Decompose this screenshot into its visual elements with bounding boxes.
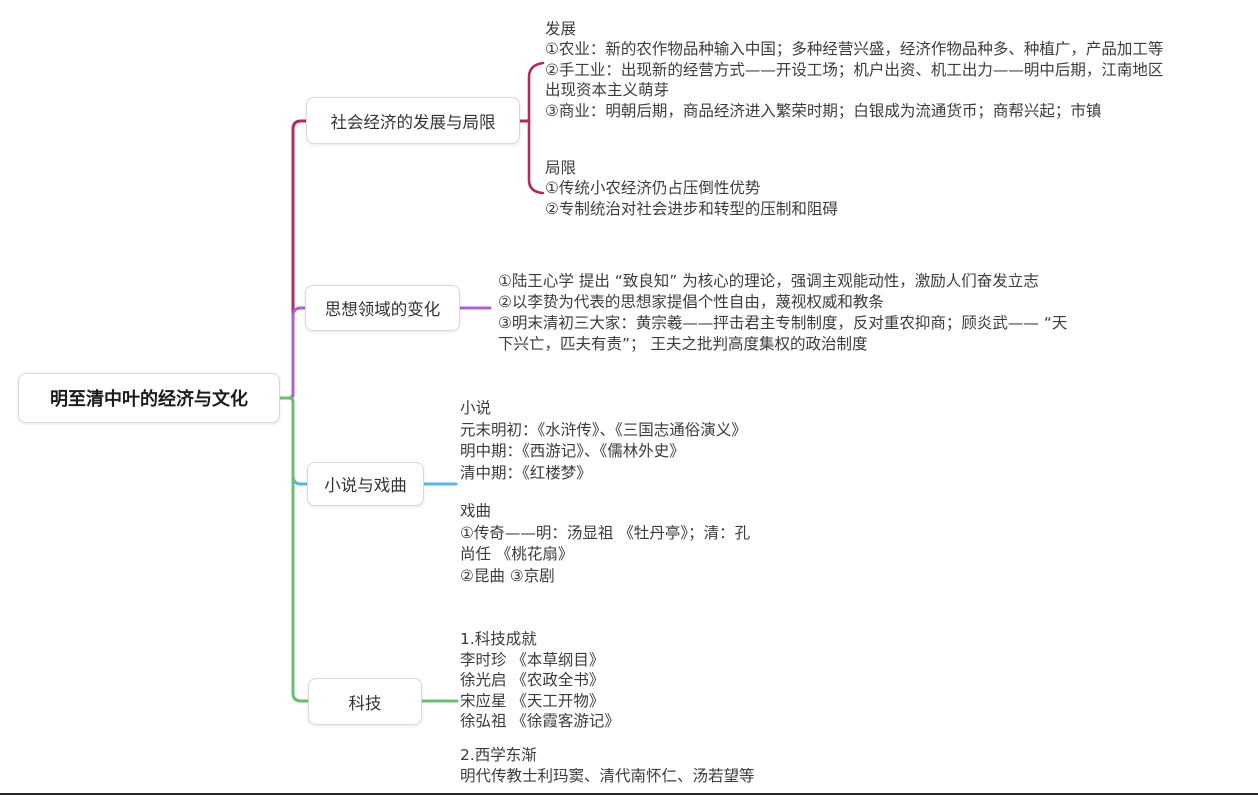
block-novel-line: 明中期：《西游记》、《儒林外史》 <box>460 442 685 460</box>
block-tech-line: 李时珍 《本草纲目》 <box>460 650 605 669</box>
block-novel[interactable]: 小说 元末明初：《水浒传》、《三国志通俗演义》 明中期：《西游记》、《儒林外史》… <box>460 398 747 484</box>
link-root-novel-opera <box>278 396 310 486</box>
block-development-line: ③商业：明朝后期，商品经济进入繁荣时期；白银成为流通货币；商帮兴起；市镇 <box>545 101 1102 120</box>
block-development[interactable]: 发展 ①农业：新的农作物品种输入中国；多种经营兴盛，经济作物品种多、种植广，产品… <box>545 19 1163 121</box>
block-opera-line: ②昆曲 ③京剧 <box>460 566 555 585</box>
node-economy[interactable]: 社会经济的发展与局限 <box>306 97 520 144</box>
link-root-thought <box>278 306 308 400</box>
block-opera[interactable]: 戏曲 ①传奇——明：汤显祖 《牡丹亭》；清：孔 尚任 《桃花扇》 ②昆曲 ③京剧 <box>460 501 750 587</box>
block-western-line: 明代传教士利玛窦、清代南怀仁、汤若望等 <box>460 766 755 785</box>
block-tech-line: 1.科技成就 <box>460 630 537 648</box>
block-novel-line: 小说 <box>460 399 492 417</box>
link-economy-bracket <box>527 61 545 195</box>
block-thought-line: ③明末清初三大家：黄宗羲——抨击君主专制制度，反对重农抑商；顾炎武—— “天 <box>498 314 1068 332</box>
block-thought-line: ②以李贽为代表的思想家提倡个性自由，蔑视权威和教条 <box>498 293 884 311</box>
block-thought-line: 下兴亡，匹夫有责”； 王夫之批判高度集权的政治制度 <box>498 335 868 353</box>
block-opera-line: 尚任 《桃花扇》 <box>460 545 574 563</box>
block-tech-line: 宋应星 《天工开物》 <box>460 691 605 710</box>
node-root[interactable]: 明至清中叶的经济与文化 <box>18 373 280 423</box>
block-western-learning[interactable]: 2.西学东渐 明代传教士利玛窦、清代南怀仁、汤若望等 <box>460 745 755 786</box>
node-novel-opera[interactable]: 小说与戏曲 <box>307 462 424 506</box>
bottom-divider <box>0 793 1258 795</box>
block-tech-achievements[interactable]: 1.科技成就 李时珍 《本草纲目》 徐光启 《农政全书》 宋应星 《天工开物》 … <box>460 629 620 732</box>
block-novel-line: 元末明初：《水浒传》、《三国志通俗演义》 <box>460 420 747 439</box>
node-thought[interactable]: 思想领域的变化 <box>305 285 460 331</box>
block-tech-line: 徐光启 《农政全书》 <box>460 671 605 689</box>
block-development-line: 发展 <box>545 20 577 38</box>
block-limitation[interactable]: 局限 ①传统小农经济仍占压倒性优势 ②专制统治对社会进步和转型的压制和阻碍 <box>545 158 838 219</box>
block-limitation-line: 局限 <box>545 159 577 177</box>
block-opera-line: ①传奇——明：汤显祖 《牡丹亭》；清：孔 <box>460 523 751 542</box>
block-thought-line: ①陆王心学 提出 “致良知” 为核心的理论，强调主观能动性，激励人们奋发立志 <box>498 272 1039 290</box>
block-limitation-line: ①传统小农经济仍占压倒性优势 <box>545 179 761 198</box>
block-novel-line: 清中期：《红楼梦》 <box>460 463 592 482</box>
block-development-line: ①农业：新的农作物品种输入中国；多种经营兴盛，经济作物品种多、种植广，产品加工等 <box>545 40 1164 59</box>
block-opera-line: 戏曲 <box>460 502 492 520</box>
node-technology[interactable]: 科技 <box>308 678 422 725</box>
block-limitation-line: ②专制统治对社会进步和转型的压制和阻碍 <box>545 199 838 218</box>
block-western-line: 2.西学东渐 <box>460 746 537 764</box>
block-tech-line: 徐弘祖 《徐霞客游记》 <box>460 712 620 730</box>
link-root-technology <box>278 396 311 703</box>
block-development-line: 出现资本主义萌芽 <box>545 81 670 100</box>
block-development-line: ②手工业：出现新的经营方式——开设工场；机户出资、机工出力——明中后期，江南地区 <box>545 60 1164 79</box>
block-thought-points[interactable]: ①陆王心学 提出 “致良知” 为核心的理论，强调主观能动性，激励人们奋发立志 ②… <box>498 271 1067 355</box>
link-root-economy <box>278 119 309 400</box>
